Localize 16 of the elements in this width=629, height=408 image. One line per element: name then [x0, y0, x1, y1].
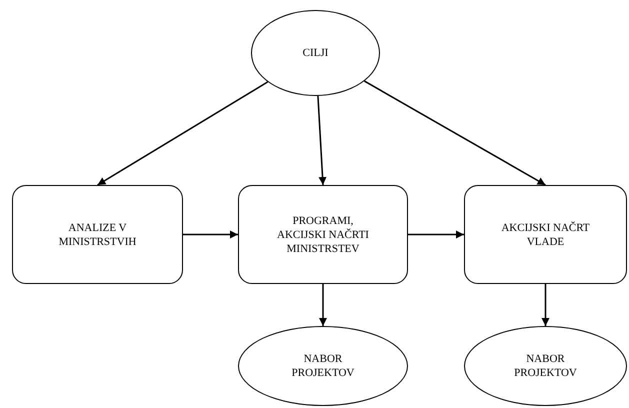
process-box [238, 185, 408, 284]
arrow [183, 230, 238, 238]
arrow [97, 81, 268, 186]
process-box [464, 185, 627, 284]
arrow [319, 284, 327, 326]
arrow [408, 230, 464, 238]
arrow [364, 80, 546, 186]
arrow [542, 284, 550, 326]
node-label: ANALIZE V MINISTRSTVIH [58, 220, 138, 248]
node-label: NABOR PROJEKTOV [290, 352, 356, 380]
node-label: NABOR PROJEKTOV [513, 352, 578, 380]
node-label: AKCIJSKI NAČRT VLADE [500, 220, 590, 248]
process-box [12, 185, 183, 284]
arrow [317, 96, 327, 186]
node-label: PROGRAMI, AKCIJSKI NAČRTI MINISTRSTEV [276, 214, 370, 256]
node-label: CILJI [302, 46, 328, 60]
